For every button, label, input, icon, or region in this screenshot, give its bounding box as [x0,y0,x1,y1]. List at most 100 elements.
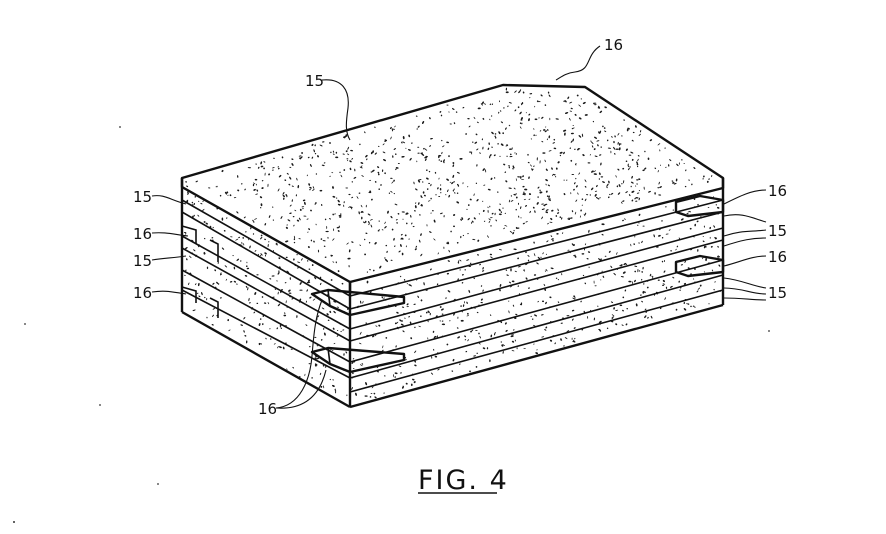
speckle [528,198,531,200]
speckle [574,148,576,150]
speckle [575,185,578,188]
speckle [391,228,394,231]
speckle [676,163,679,167]
speckle [505,145,508,147]
speckle [499,289,501,292]
speckle [549,221,553,223]
speckle [399,244,402,247]
speckle [705,257,707,262]
speckle [510,200,514,202]
speckle [345,150,348,153]
speckle [450,230,452,233]
speckle [469,198,472,201]
speckle [446,141,450,144]
speckle [230,236,233,238]
speckle [548,195,551,198]
speckle [465,133,468,135]
speckle [285,256,288,259]
speckle [412,225,415,228]
speckle [384,139,388,142]
speckle [533,128,535,130]
speckle [669,159,672,162]
speckle [540,314,544,316]
speckle [401,155,405,158]
speckle [272,219,275,221]
speckle [468,289,471,293]
speckle [415,202,417,204]
speckle [206,266,209,270]
speckle [261,187,264,190]
speckle [462,106,465,109]
figure-caption-text: FIG. 4 [418,465,509,496]
speckle [571,210,574,213]
speckle [340,213,342,215]
speckle [508,199,511,203]
speckle [462,304,465,307]
speckle [449,181,451,183]
speckle [488,156,491,159]
speckle [631,281,633,285]
speckle [321,204,323,206]
speckle [405,212,409,215]
speckle [405,147,407,149]
speckle [689,227,692,230]
speckle [582,101,586,105]
speckle [513,193,516,196]
speckle [556,232,559,235]
speckle [678,237,681,240]
speckle [545,126,547,128]
speckle [629,166,631,168]
speckle [434,171,437,174]
speckle [511,350,515,352]
speckle [259,196,263,199]
speckle [361,175,364,177]
speckle [546,138,548,141]
speckle [499,203,501,205]
speckle [417,202,420,205]
speckle [561,217,563,220]
speckle [193,249,196,252]
speckle [617,192,621,195]
speckle [693,278,695,280]
speckle [383,392,385,394]
speckle [594,190,598,192]
speckle [503,227,505,230]
speckle [336,306,339,308]
speckle [194,195,197,198]
speckle [335,261,337,264]
speckle [621,183,623,185]
speckle [285,300,287,304]
speckle [361,216,363,220]
speckle [550,235,553,237]
speckle [438,177,440,180]
speckle [607,196,610,199]
speckle [456,183,460,187]
speckle [332,150,335,153]
speckle [247,287,249,291]
speckle [538,117,540,119]
speckle [501,344,504,347]
label-bottom-16: 16 [258,400,277,418]
speckle [185,233,187,235]
speckle [718,264,721,267]
speckle [673,182,677,185]
speckle [219,194,222,197]
speckle [584,185,587,188]
speckle [280,327,282,329]
speckle [574,255,577,258]
speckle [243,243,245,246]
speckle [226,217,228,220]
speckle [447,290,451,293]
speckle [406,222,408,225]
speckle [606,139,609,142]
speckle [282,194,286,198]
speckle [529,210,531,214]
speckle [606,327,609,330]
speckle [659,164,661,166]
speckle [488,220,491,224]
speckle [307,279,310,282]
speckle [489,217,493,219]
speckle [304,373,306,377]
speckle [440,192,442,194]
